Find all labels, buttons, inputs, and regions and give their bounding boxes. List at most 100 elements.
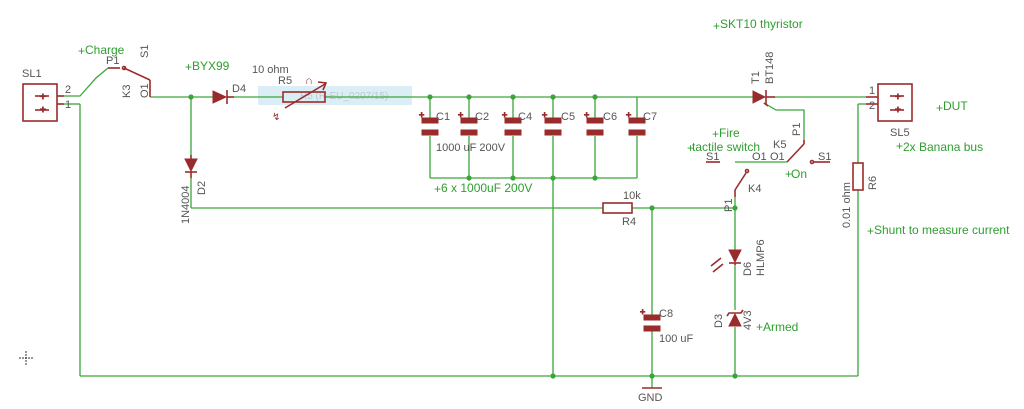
k5-p-label: P1: [791, 123, 803, 136]
svg-text:+: +: [626, 110, 631, 120]
note-skt10-marker: +: [713, 19, 720, 33]
note-armed: Armed: [763, 320, 798, 334]
note-byx99: BYX99: [192, 59, 230, 73]
note-byx99-marker: +: [185, 60, 192, 74]
c2-name: C2: [475, 111, 489, 123]
r6-name: R6: [867, 176, 879, 190]
c8-value: 100 uF: [659, 333, 694, 345]
ground-symbol[interactable]: GND: [638, 387, 663, 404]
resistor-r5[interactable]: 10 ohm R5 ∩ ↯: [252, 64, 328, 123]
switch-k4[interactable]: K4 P1 O1 S1 S1: [706, 151, 831, 212]
svg-text:+: +: [895, 92, 901, 103]
k3-name: K3: [121, 85, 133, 98]
d2-value: 1N4004: [180, 185, 192, 224]
note-caps-marker: +: [434, 182, 441, 196]
note-shunt: Shunt to measure current: [874, 223, 1010, 237]
resistor-r4[interactable]: 10k R4: [602, 190, 641, 228]
c1-name: C1: [436, 111, 450, 123]
connector-sl5[interactable]: + + SL5 1 2 + DUT + 2x Banana bus: [866, 83, 983, 154]
c4-name: C4: [518, 111, 532, 123]
capacitor-c1[interactable]: + C1 1000 uF 200V: [419, 110, 506, 155]
capacitor-c2[interactable]: + C2: [458, 110, 489, 136]
d6-value: HLMP6: [755, 239, 767, 276]
c7-name: C7: [643, 111, 657, 123]
k4-p-label: P1: [723, 199, 735, 212]
sl5-name: SL5: [890, 127, 910, 139]
sl1-pin2: 2: [65, 84, 71, 96]
t1-value: BT148: [764, 52, 776, 84]
sl5-pin1: 1: [869, 85, 875, 97]
note-on-marker: +: [785, 167, 792, 181]
note-caps: 6 x 1000uF 200V: [441, 181, 532, 195]
svg-text:+: +: [640, 307, 645, 317]
svg-text:+: +: [584, 110, 589, 120]
k4-o-label: O1: [752, 151, 767, 163]
note-skt10: SKT10 thyristor: [720, 17, 803, 31]
k5-s-label: S1: [818, 151, 831, 163]
switch-k5[interactable]: K5 P1 O1 + Fire + tactile switch + On: [687, 123, 830, 181]
svg-text:+: +: [419, 110, 424, 120]
r5-origin-mark: ↯: [272, 112, 280, 123]
k5-o-label: O1: [770, 151, 785, 163]
d2-name: D2: [196, 181, 208, 195]
thyristor-t1[interactable]: T1 BT148 + SKT10 thyristor: [713, 17, 803, 107]
c6-name: C6: [603, 111, 617, 123]
sl1-pin1: 1: [65, 99, 71, 111]
svg-text:+: +: [895, 105, 901, 116]
r6-value: 0.01 ohm: [841, 182, 853, 228]
note-tactile-marker: +: [687, 141, 694, 155]
c5-name: C5: [561, 111, 575, 123]
capacitor-c5[interactable]: + C5: [542, 110, 575, 136]
resistor-r6[interactable]: R6 0.01 ohm + Shunt to measure current: [841, 162, 1010, 238]
d3-value: 4V3: [742, 310, 754, 330]
r4-name: R4: [622, 216, 636, 228]
diode-d2[interactable]: D2 1N4004: [180, 155, 208, 224]
capacitor-c6[interactable]: + C6: [584, 110, 617, 136]
junctions: [188, 94, 738, 379]
switch-k3[interactable]: P1 S1 O1 K3 + Charge: [78, 43, 151, 98]
note-on: On: [791, 167, 807, 181]
connector-sl1[interactable]: + + SL1 2 1: [22, 68, 71, 122]
k4-s-label: S1: [706, 151, 719, 163]
diode-d4[interactable]: D4 + BYX99: [185, 59, 246, 104]
capacitor-c7[interactable]: + C7: [626, 110, 657, 136]
sl1-name: SL1: [22, 68, 42, 80]
capacitor-c4[interactable]: + C4: [502, 110, 532, 136]
note-dut: DUT: [943, 99, 968, 113]
led-d6[interactable]: D6 HLMP6: [710, 239, 767, 276]
note-charge-marker: +: [78, 44, 85, 58]
note-charge: Charge: [85, 43, 125, 57]
note-fire-marker: +: [712, 127, 719, 141]
origin-cross: [19, 351, 33, 365]
svg-text:+: +: [502, 110, 507, 120]
wires: [64, 67, 866, 388]
k3-p-label: P1: [106, 55, 119, 67]
note-banana-marker: +: [896, 139, 903, 153]
zener-d3[interactable]: D3 4V3 + Armed: [713, 309, 798, 334]
svg-text:+: +: [40, 105, 46, 116]
svg-text:+: +: [40, 92, 46, 103]
svg-text:+: +: [458, 110, 463, 120]
k3-s-label: S1: [139, 45, 151, 58]
note-armed-marker: +: [756, 320, 763, 334]
k3-o-label: O1: [139, 83, 151, 98]
svg-text:+: +: [542, 110, 547, 120]
d6-name: D6: [742, 262, 754, 276]
k4-name: K4: [748, 183, 761, 195]
note-banana: 2x Banana bus: [903, 140, 983, 154]
c1-value: 1000 uF 200V: [436, 142, 506, 154]
gnd-label: GND: [638, 392, 663, 404]
sl5-pin2: 2: [869, 100, 875, 112]
r4-value: 10k: [623, 190, 641, 202]
note-shunt-marker: +: [867, 224, 874, 238]
c8-name: C8: [659, 308, 673, 320]
r5-value: 10 ohm: [252, 64, 289, 76]
r5-pointer-mark: ∩: [305, 75, 313, 87]
note-tactile: tactile switch: [692, 140, 760, 154]
capacitor-c8[interactable]: + C8 100 uF: [640, 307, 694, 346]
d3-name: D3: [713, 314, 725, 328]
note-dut-marker: +: [936, 101, 943, 115]
d4-name: D4: [232, 83, 246, 95]
r5-name: R5: [278, 75, 292, 87]
